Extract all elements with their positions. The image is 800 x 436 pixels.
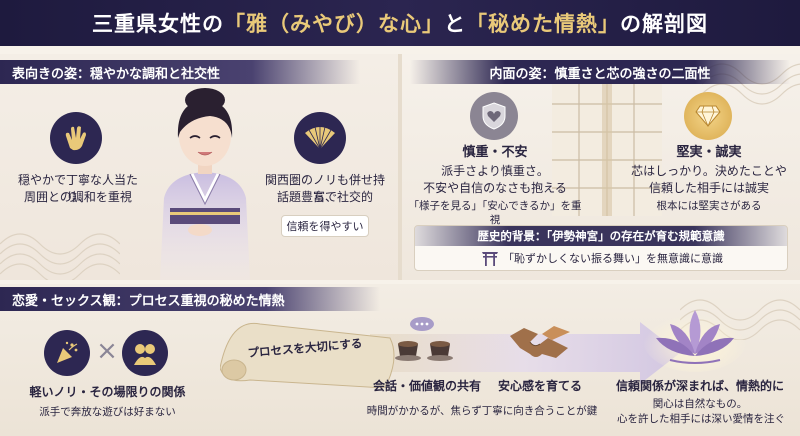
- trait-social-line2: 話題豊富で社交的: [276, 190, 373, 204]
- firm-line3: 根本には堅実さがある: [656, 200, 762, 212]
- folding-fan-icon: [294, 112, 346, 164]
- inner-face-header: 内面の姿：慎重さと芯の強さの二面性: [410, 60, 790, 84]
- kiss-couple-icon: [122, 330, 168, 376]
- page-title: 三重県女性の「雅（みやび）な心」と「秘めた情熱」の解剖図: [0, 0, 800, 46]
- title-part: の解剖図: [620, 12, 708, 36]
- history-background-box: 歴史的背景：「伊勢神宮」の存在が育む規範意識 「恥ずかしくない振る舞い」を無意識…: [414, 225, 788, 271]
- clapping-hands-icon: [50, 112, 102, 164]
- reject-sub: 派手で奔放な遊びは好まない: [39, 406, 176, 418]
- firm-line1: 芯はしっかり。決めたことや: [631, 164, 787, 178]
- result-title: 信頼関係が深まれば、情熱的に: [615, 379, 784, 393]
- history-text: 「恥ずかしくない振る舞い」を無意識に意識: [503, 252, 723, 265]
- title-accent: 「秘めた情熱」: [466, 12, 620, 36]
- careful-line1: 派手さより慎重さ。: [441, 164, 549, 178]
- cross-symbol: ×: [96, 336, 118, 366]
- diamond-gem-icon: [684, 92, 732, 140]
- result-line1: 関心は自然なもの。: [652, 398, 748, 410]
- wave-pattern: [0, 233, 120, 280]
- careful-line2: 不安や自信のなさも抱える: [423, 181, 567, 195]
- careful-line3: 「様子を見る」「安心できるか」を重視: [408, 200, 582, 226]
- shield-heart-icon: [470, 92, 518, 140]
- reject-title: 軽いノリ・その場限りの関係: [29, 385, 186, 399]
- firm-line2: 信頼した相手には誠実: [648, 181, 769, 195]
- outer-face-header: 表向きの姿：穏やかな調和と社交性: [0, 60, 360, 84]
- process-arrow: [220, 322, 680, 388]
- trait-calm-line2: 周囲との調和を重視: [24, 190, 132, 204]
- title-accent: 「雅（みやび）な心」: [224, 12, 444, 36]
- firm-title: 堅実・誠実: [676, 145, 742, 160]
- shoji-screen: [552, 76, 662, 216]
- title-part: と: [444, 12, 466, 36]
- step-security: 安心感を育てる: [497, 379, 582, 393]
- coffee-cups-icon: [395, 317, 453, 361]
- history-title: 歴史的背景：「伊勢神宮」の存在が育む規範意識: [415, 226, 787, 246]
- lotus-flower-icon: [643, 308, 747, 372]
- trait-calm-line1: 穏やかで丁寧な人当たり、: [17, 173, 138, 204]
- result-line2: 心を許した相手には深い愛情を注ぐ: [617, 413, 785, 425]
- careful-title: 慎重・不安: [462, 145, 528, 160]
- title-part: 三重県女性の: [92, 12, 224, 36]
- steps-sub: 時間がかかるが、焦らず丁寧に向き合うことが鍵: [366, 405, 598, 417]
- love-view-header: 恋愛・セックス観：プロセス重視の秘めた情熱: [0, 287, 380, 311]
- torii-gate-icon: [482, 252, 498, 266]
- party-popper-icon: [44, 330, 90, 376]
- trust-badge: 信頼を得やすい: [281, 215, 369, 237]
- step-conversation: 会話・価値観の共有: [372, 379, 481, 393]
- trait-social-line1: 関西圏のノリも併せ持ち、: [264, 173, 385, 204]
- panel-divider: [398, 54, 402, 280]
- handshake-icon: [510, 326, 570, 358]
- kimono-woman-illustration: [160, 88, 250, 280]
